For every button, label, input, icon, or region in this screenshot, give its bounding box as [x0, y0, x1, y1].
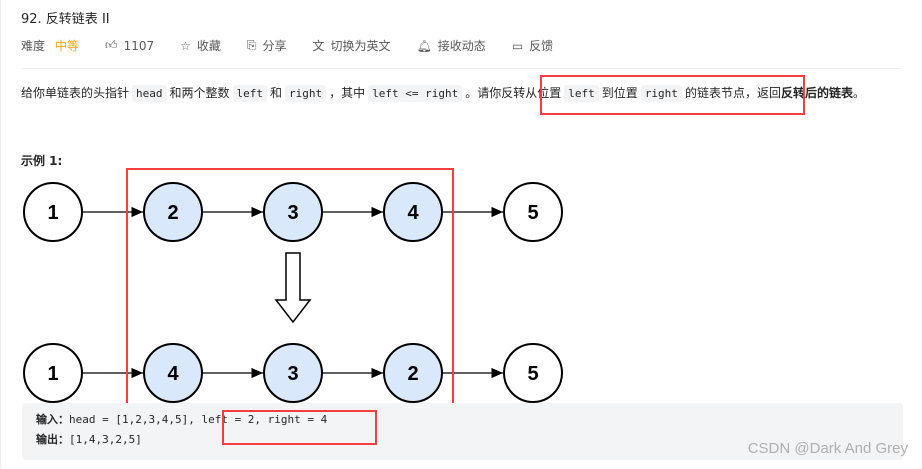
difficulty: 难度中等: [21, 37, 79, 54]
divider: [21, 68, 902, 69]
list-node: [383, 182, 443, 242]
share-icon: ⎘: [246, 38, 257, 52]
highlight-box: [222, 410, 377, 445]
problem-title: 92. 反转链表 II: [21, 12, 110, 27]
translate-label: 切换为英文: [330, 39, 391, 53]
share-button[interactable]: ⎘ 分享: [247, 37, 287, 54]
highlight-box: [540, 75, 805, 115]
example-label: 示例 1:: [21, 154, 63, 168]
meta-bar: 难度中等 👍︎ 1107 ☆ 收藏 ⎘ 分享 文切换为英文 🔔︎ 接收动态 ▭ 反馈: [21, 37, 579, 54]
node-value: 4: [407, 202, 419, 224]
list-node: [23, 182, 83, 242]
list-node: [263, 343, 323, 403]
list-node: [143, 343, 203, 403]
share-label: 分享: [262, 39, 287, 53]
output-label: 输出：: [36, 433, 69, 446]
node-value: 1: [47, 363, 58, 385]
favorite-button[interactable]: ☆ 收藏: [180, 37, 221, 54]
subscribe-button[interactable]: 🔔︎ 接收动态: [417, 37, 486, 54]
input-label: 输入：: [36, 413, 69, 426]
output-value: [1,4,3,2,5]: [69, 433, 142, 446]
list-node: [143, 182, 203, 242]
list-node: [263, 182, 323, 242]
node-value: 4: [167, 363, 179, 385]
node-value: 2: [407, 363, 418, 385]
difficulty-value: 中等: [55, 39, 80, 53]
list-node: [383, 343, 443, 403]
watermark: CSDN @Dark And Grey: [747, 440, 908, 457]
translate-button[interactable]: 文切换为英文: [313, 37, 391, 54]
example-code-block: 输入：head = [1,2,3,4,5], left = 2, right =…: [22, 403, 903, 460]
list-node: [23, 343, 83, 403]
thumbs-up-icon: 👍︎: [105, 38, 118, 52]
subscribe-label: 接收动态: [437, 39, 486, 53]
list-node: [503, 343, 563, 403]
like-count: 1107: [123, 38, 155, 53]
feedback-label: 反馈: [529, 39, 554, 53]
difficulty-label: 难度: [21, 39, 46, 53]
list-node: [503, 182, 563, 242]
input-value: head = [1,2,3,4,5],: [69, 413, 202, 426]
bell-icon: 🔔︎: [416, 38, 432, 53]
node-value: 5: [527, 202, 538, 224]
input-value: left = 2, right = 4: [201, 413, 328, 426]
feedback-icon: ▭: [511, 38, 524, 53]
node-value: 3: [287, 202, 298, 224]
divider: [0, 0, 1, 469]
highlight-box: [126, 168, 454, 405]
node-value: 3: [287, 363, 298, 385]
down-arrow-icon: [274, 252, 312, 324]
feedback-button[interactable]: ▭ 反馈: [512, 37, 553, 54]
node-value: 1: [47, 202, 58, 224]
node-value: 5: [527, 363, 538, 385]
node-value: 2: [167, 202, 178, 224]
translate-icon: 文: [312, 39, 325, 53]
star-icon: ☆: [180, 38, 191, 53]
favorite-label: 收藏: [196, 39, 221, 53]
like-button[interactable]: 👍︎ 1107: [105, 38, 154, 53]
